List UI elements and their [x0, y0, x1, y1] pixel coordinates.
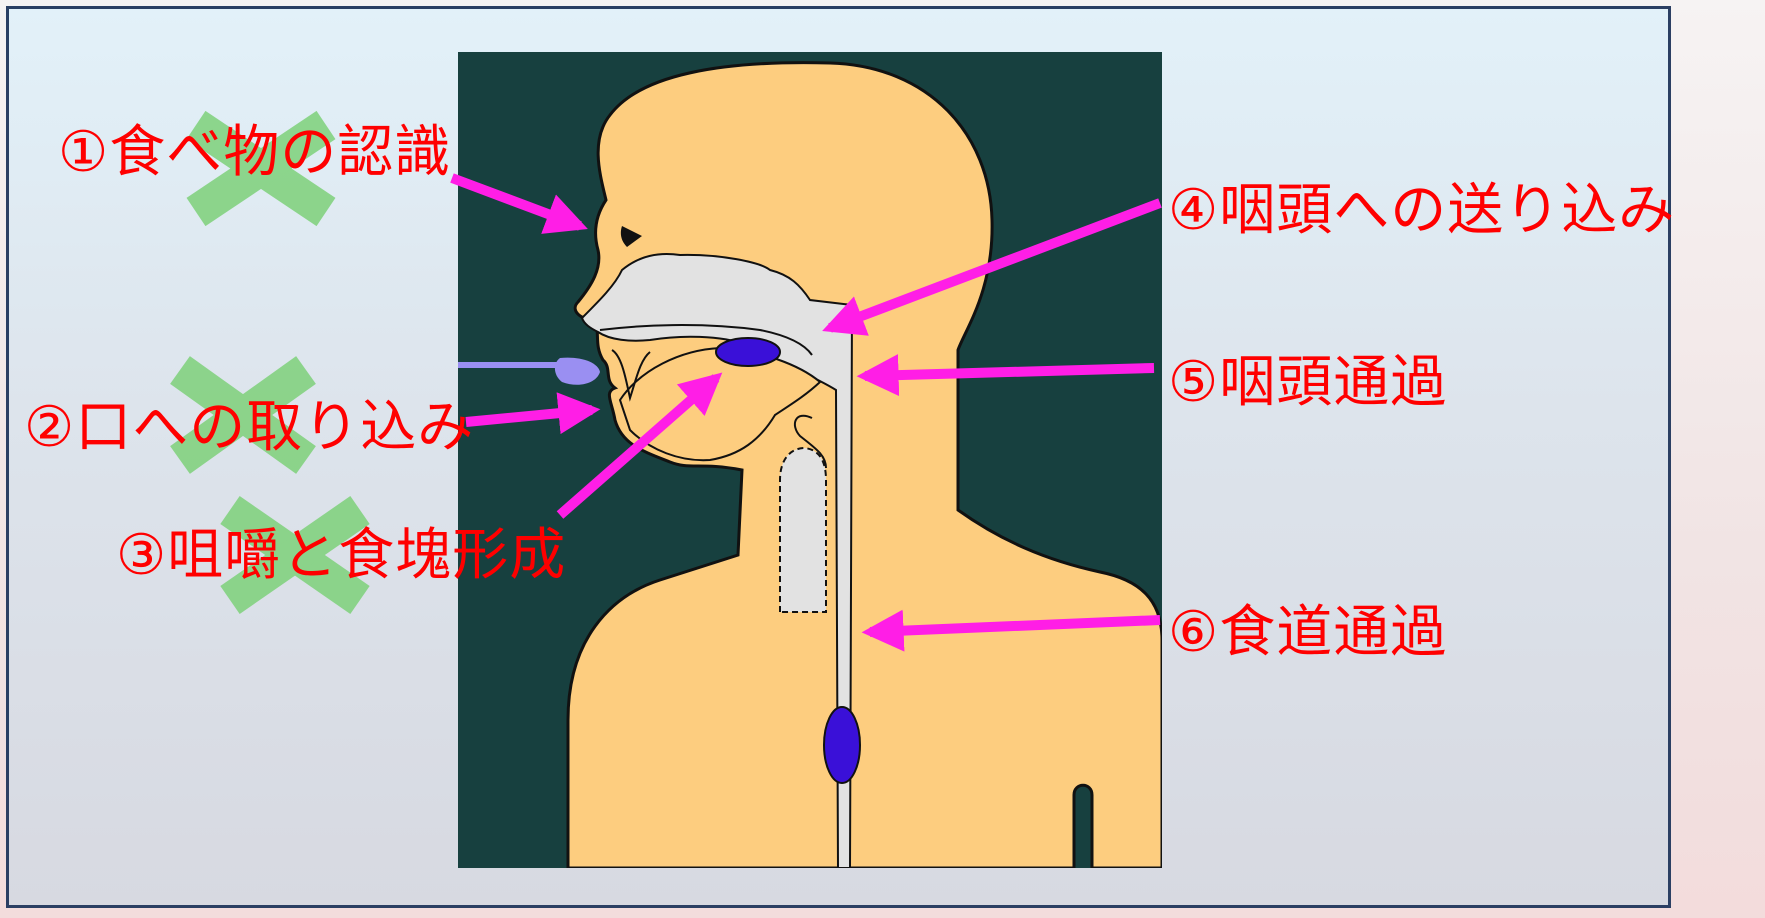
step-label-2: ②口への取り込み	[24, 400, 474, 456]
trachea	[780, 448, 826, 612]
step-label-4: ④咽頭への送り込み	[1168, 183, 1675, 239]
step-label-1: ①食べ物の認識	[58, 125, 451, 181]
food-bolus-mouth	[716, 338, 780, 366]
step-label-5: ⑤咽頭通過	[1168, 355, 1447, 411]
food-bolus-esophagus	[824, 707, 860, 783]
spoon-handle	[458, 362, 568, 368]
step-label-3: ③咀嚼と食塊形成	[116, 528, 566, 584]
step-label-6: ⑥食道通過	[1168, 605, 1447, 661]
